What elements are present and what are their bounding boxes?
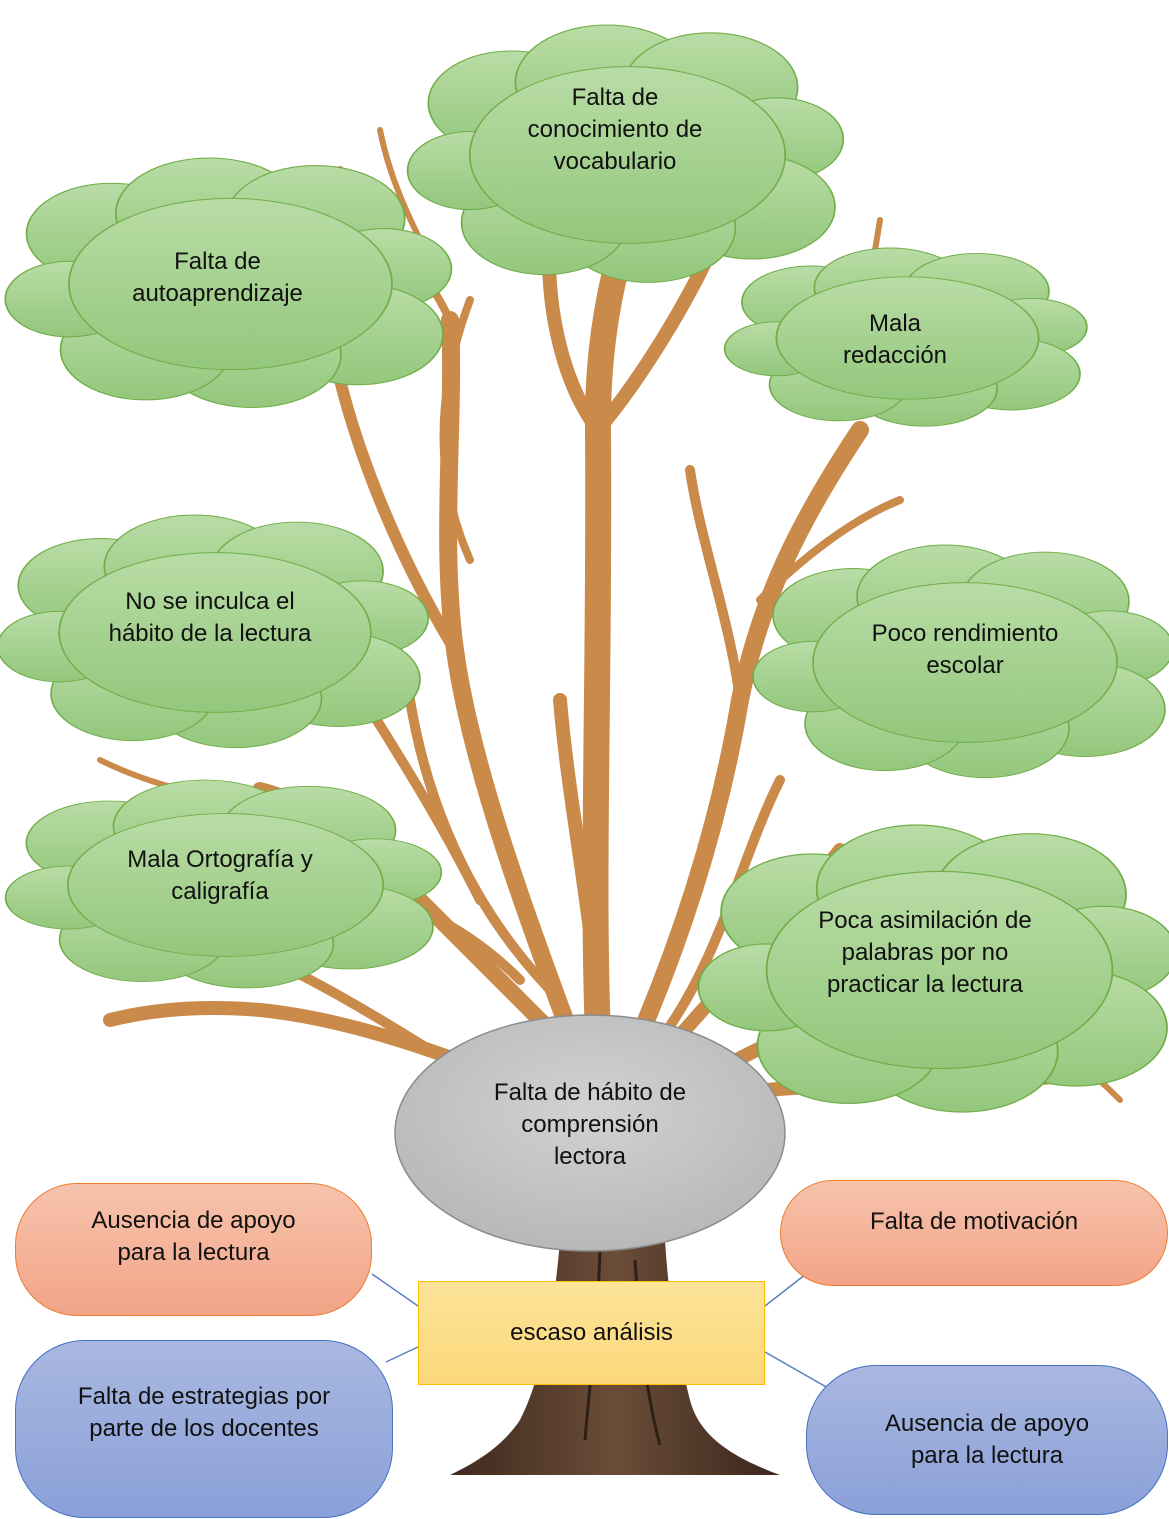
connector-lines <box>371 1273 836 1393</box>
cloud-vocabulario <box>408 25 844 282</box>
cause-bottom-right: Ausencia de apoyo para la lectura <box>806 1365 1168 1515</box>
cause-top-left: Ausencia de apoyo para la lectura <box>15 1183 372 1316</box>
cloud-asimilacion <box>698 825 1169 1112</box>
cloud-autoaprendizaje <box>5 158 451 407</box>
cloud-ortografia <box>6 780 442 988</box>
cause-bottom-left: Falta de estrategias por parte de los do… <box>15 1340 393 1518</box>
core-box: escaso análisis <box>418 1281 765 1385</box>
problem-ellipse <box>394 1014 786 1252</box>
cloud-habito-lectura <box>0 515 428 748</box>
cause-top-right: Falta de motivación <box>780 1180 1168 1286</box>
cloud-redaccion <box>725 248 1087 426</box>
cloud-rendimiento <box>753 545 1169 778</box>
